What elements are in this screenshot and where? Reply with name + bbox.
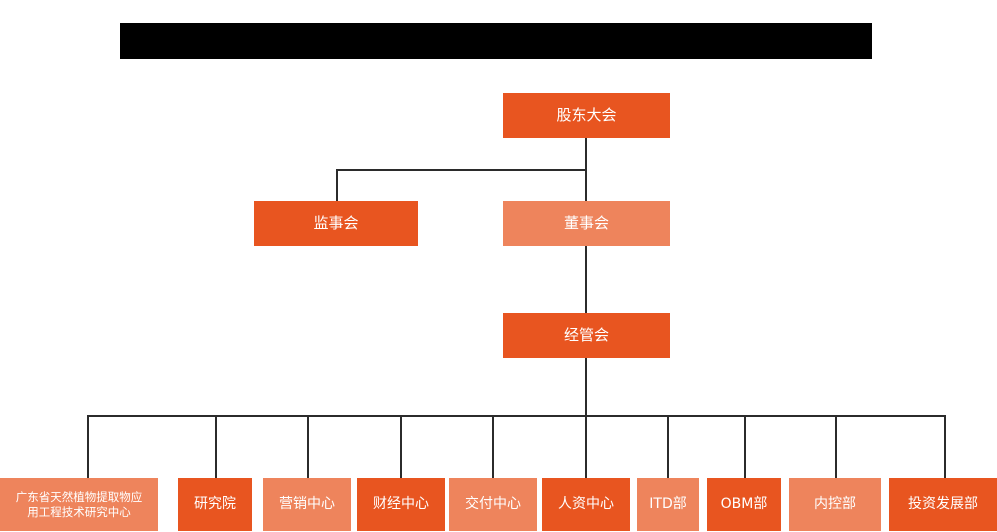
node-department-label: 内控部 <box>814 495 856 512</box>
node-department-label: 广东省天然植物提取物应 用工程技术研究中心 <box>15 490 143 519</box>
node-department-label: OBM部 <box>720 495 768 512</box>
node-management-committee[interactable]: 经管会 <box>503 313 670 358</box>
node-board-of-directors-label: 董事会 <box>563 214 609 233</box>
node-department-itd[interactable]: ITD部 <box>637 478 699 531</box>
connector-department-bus <box>87 415 945 417</box>
node-shareholders-meeting[interactable]: 股东大会 <box>503 93 670 138</box>
node-department-marketing-center[interactable]: 营销中心 <box>263 478 351 531</box>
node-department-label: 研究院 <box>194 495 236 512</box>
connector-drop-dept-7 <box>667 415 669 478</box>
connector-drop-dept-10 <box>944 415 946 478</box>
connector-drop-dept-5 <box>492 415 494 478</box>
node-department-internal-control[interactable]: 内控部 <box>789 478 881 531</box>
connector-drop-dept-9 <box>835 415 837 478</box>
connector-drop-dept-6 <box>585 415 587 478</box>
node-department-label: 营销中心 <box>279 495 335 512</box>
node-department-label: ITD部 <box>649 495 687 512</box>
node-department-hr-center[interactable]: 人资中心 <box>542 478 630 531</box>
connector-drop-supervisors <box>336 169 338 211</box>
connector-drop-dept-1 <box>87 415 89 478</box>
connector-shareholders-to-directors <box>585 138 587 210</box>
node-department-obm[interactable]: OBM部 <box>707 478 781 531</box>
connector-drop-dept-8 <box>744 415 746 478</box>
node-department-investment-development[interactable]: 投资发展部 <box>889 478 997 531</box>
node-management-committee-label: 经管会 <box>563 326 609 345</box>
connector-management-to-bus <box>585 357 587 416</box>
node-board-of-directors[interactable]: 董事会 <box>503 201 670 246</box>
node-department-guangdong-research-center[interactable]: 广东省天然植物提取物应 用工程技术研究中心 <box>0 478 158 531</box>
node-shareholders-meeting-label: 股东大会 <box>556 106 617 125</box>
connector-drop-dept-2 <box>215 415 217 478</box>
redacted-title-bar <box>120 23 872 59</box>
connector-drop-dept-3 <box>307 415 309 478</box>
node-board-of-supervisors[interactable]: 监事会 <box>254 201 418 246</box>
node-department-label: 交付中心 <box>465 495 521 512</box>
connector-drop-dept-4 <box>400 415 402 478</box>
connector-directors-to-management <box>585 241 587 313</box>
node-board-of-supervisors-label: 监事会 <box>313 214 359 233</box>
node-department-research-institute[interactable]: 研究院 <box>178 478 252 531</box>
node-department-label: 财经中心 <box>373 495 429 512</box>
node-department-finance-center[interactable]: 财经中心 <box>357 478 445 531</box>
node-department-label: 人资中心 <box>558 495 614 512</box>
connector-bus-supervisors <box>336 169 586 171</box>
node-department-label: 投资发展部 <box>908 495 978 512</box>
node-department-delivery-center[interactable]: 交付中心 <box>449 478 537 531</box>
